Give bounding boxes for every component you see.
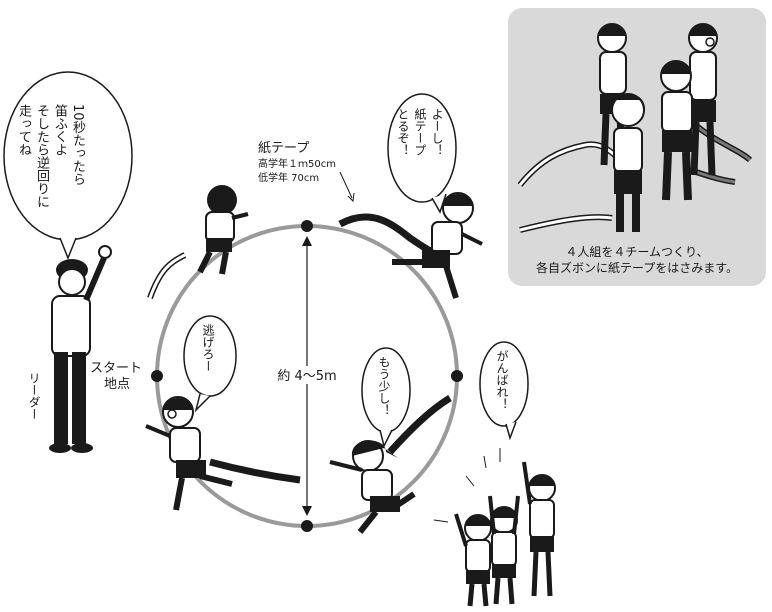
tape-spec-upper: 高学年１ｍ50cm: [258, 157, 336, 170]
start-marker: [151, 370, 163, 382]
cheering-child: [488, 495, 520, 605]
leader-speech-col2: 秒たったら: [70, 120, 85, 186]
diameter-arrow: [270, 236, 344, 516]
runner-top-right: [338, 192, 483, 299]
leader-speech-tail: [59, 237, 77, 261]
runner-bottom-speech-box: もう少し！: [377, 356, 391, 416]
runner-bottom: [329, 394, 452, 534]
runner-bottom-speech: もう少し！: [377, 356, 391, 416]
runner-right-speech-box: よーし！ 紙テープ とるぞ！: [396, 108, 444, 156]
cheer-lines: [433, 448, 501, 523]
tape-pointer-line: [339, 171, 353, 199]
cheering-child: [454, 513, 492, 607]
leader-speech-col5: 走ってね: [16, 104, 31, 156]
leader-speech-col4: そしたら逆回りに: [34, 104, 49, 208]
diameter-label: 約 4～5m: [277, 369, 336, 384]
runner-left-speech-box: 逃げろー: [201, 324, 215, 372]
start-label-line2: 地点: [104, 377, 130, 392]
runner-top-left: [147, 185, 249, 300]
runner-left-speech: 逃げろー: [201, 324, 215, 372]
leader-label-box: リーダー: [27, 372, 41, 420]
cheer-speech-box: がんばれ！: [495, 350, 509, 410]
runner-right-speech-col3: とるぞ！: [396, 108, 410, 156]
runner-bottom-speech-tail: [379, 429, 393, 449]
tape-label: 紙テープ: [258, 141, 309, 156]
inset-panel: ４人組を４チームつくり、 各自ズボンに紙テープをはさみます。: [508, 8, 766, 286]
runner-right-speech-tail: [431, 193, 447, 214]
inset-caption-line1: ４人組を４チームつくり、: [565, 245, 708, 259]
cheering-child: [522, 461, 556, 597]
runner-right-speech-bubble: [387, 93, 457, 203]
leader-figure: [49, 245, 112, 453]
runner-left: [145, 396, 301, 511]
runner-right-speech-col2: 紙テープ: [413, 108, 427, 156]
inset-tape-fill: [518, 142, 622, 186]
leader-speech-col3: 笛ふくよ: [52, 104, 67, 156]
track-marker-top: [301, 220, 313, 232]
inset-tape-fill: [519, 215, 613, 232]
track-marker-right: [451, 370, 463, 382]
inset-child: [610, 93, 646, 232]
cheer-speech-bubble: [479, 341, 529, 427]
tape-spec-lower: 低学年 70cm: [258, 171, 319, 184]
leader-speech-box: 10秒たったら 笛ふくよ そしたら逆回りに 走ってね: [16, 104, 85, 208]
runner-right-speech-col1: よーし！: [430, 108, 444, 156]
tape-pointer-arrowhead: [347, 192, 355, 203]
cheer-speech-tail: [505, 421, 517, 441]
leader-speech-col1: 10: [70, 104, 85, 121]
start-label-line1: スタート: [90, 361, 142, 376]
cheer-speech: がんばれ！: [495, 350, 509, 410]
inset-caption-line2: 各自ズボンに紙テープをはさみます。: [536, 260, 738, 275]
inset-child: [660, 60, 693, 201]
track-marker-bottom: [301, 520, 313, 532]
leader-label: リーダー: [27, 372, 41, 420]
runner-left-speech-tail: [194, 393, 211, 413]
